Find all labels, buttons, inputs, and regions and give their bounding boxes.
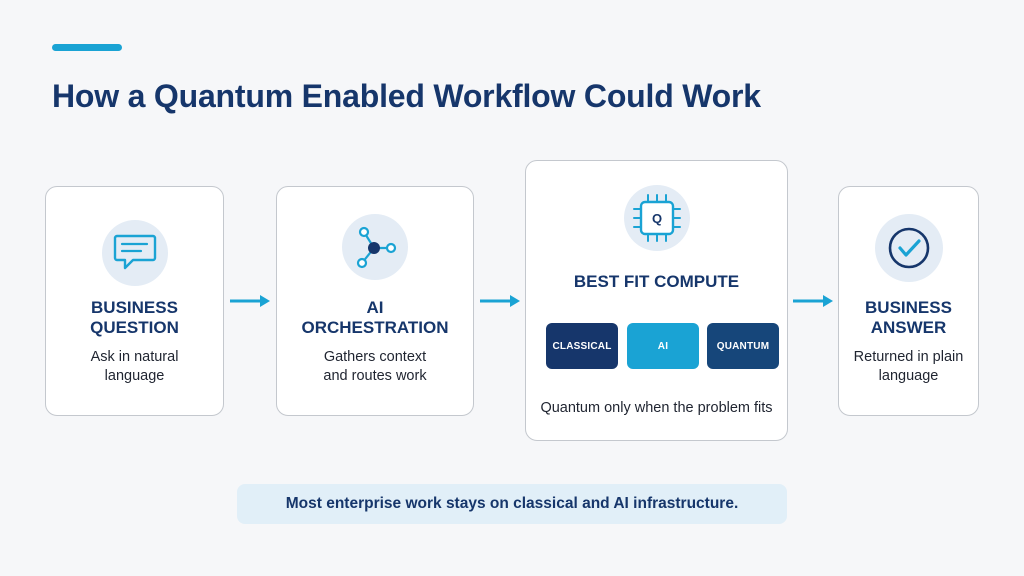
step-heading-line: BUSINESS xyxy=(865,298,952,317)
step-description-line: language xyxy=(878,368,939,384)
step-card-business-answer: BUSINESS ANSWER Returned in plain langua… xyxy=(838,186,979,416)
chip-letter: Q xyxy=(651,211,661,226)
title-accent-bar xyxy=(52,44,122,51)
step-description: Gathers context and routes work xyxy=(285,348,465,386)
step-heading: AI ORCHESTRATION xyxy=(283,298,467,338)
step-description-line: and routes work xyxy=(323,368,427,384)
step-card-best-fit-compute: Q BEST FIT COMPUTE Quantum only when the… xyxy=(525,160,788,441)
step-card-ai-orchestration: AI ORCHESTRATION Gathers context and rou… xyxy=(276,186,474,416)
page-title: How a Quantum Enabled Workflow Could Wor… xyxy=(52,78,761,114)
step-heading-line: ORCHESTRATION xyxy=(301,318,449,337)
network-nodes-icon xyxy=(356,226,397,269)
step-description-line: Gathers context xyxy=(323,349,427,365)
step-heading-line: AI xyxy=(366,298,384,317)
step-description: Ask in natural language xyxy=(54,348,215,386)
step-icon-circle xyxy=(342,214,408,280)
quantum-chip-icon: Q xyxy=(632,194,681,242)
compute-chip-ai: AI xyxy=(627,323,699,369)
footer-note: Most enterprise work stays on classical … xyxy=(237,484,787,524)
step-icon-circle xyxy=(874,214,943,282)
step-heading-line: ANSWER xyxy=(870,318,947,337)
flow-arrow-icon xyxy=(480,295,520,307)
compute-chip-classical: CLASSICAL xyxy=(546,323,618,369)
step-description-line: Ask in natural xyxy=(90,349,179,365)
step-heading-line: QUESTION xyxy=(90,318,179,337)
step-description: Returned in plain language xyxy=(847,348,970,386)
flow-arrow-icon xyxy=(230,295,270,307)
step-heading: BUSINESS QUESTION xyxy=(52,298,217,338)
step-card-business-question: BUSINESS QUESTION Ask in natural languag… xyxy=(45,186,224,416)
step-heading: BEST FIT COMPUTE xyxy=(573,272,740,291)
step-heading: BUSINESS ANSWER xyxy=(845,298,972,338)
flow-arrow-icon xyxy=(793,295,833,307)
checkmark-circle-icon xyxy=(888,227,929,269)
speech-bubble-icon xyxy=(113,234,156,270)
step-description: Quantum only when the problem fits xyxy=(540,400,773,416)
step-icon-circle xyxy=(101,220,168,286)
step-description-line: language xyxy=(104,368,165,384)
step-description-line: Returned in plain xyxy=(853,349,964,365)
step-heading-line: BUSINESS xyxy=(91,298,178,317)
compute-chip-quantum: QUANTUM xyxy=(707,323,779,369)
step-icon-circle: Q xyxy=(623,185,690,251)
